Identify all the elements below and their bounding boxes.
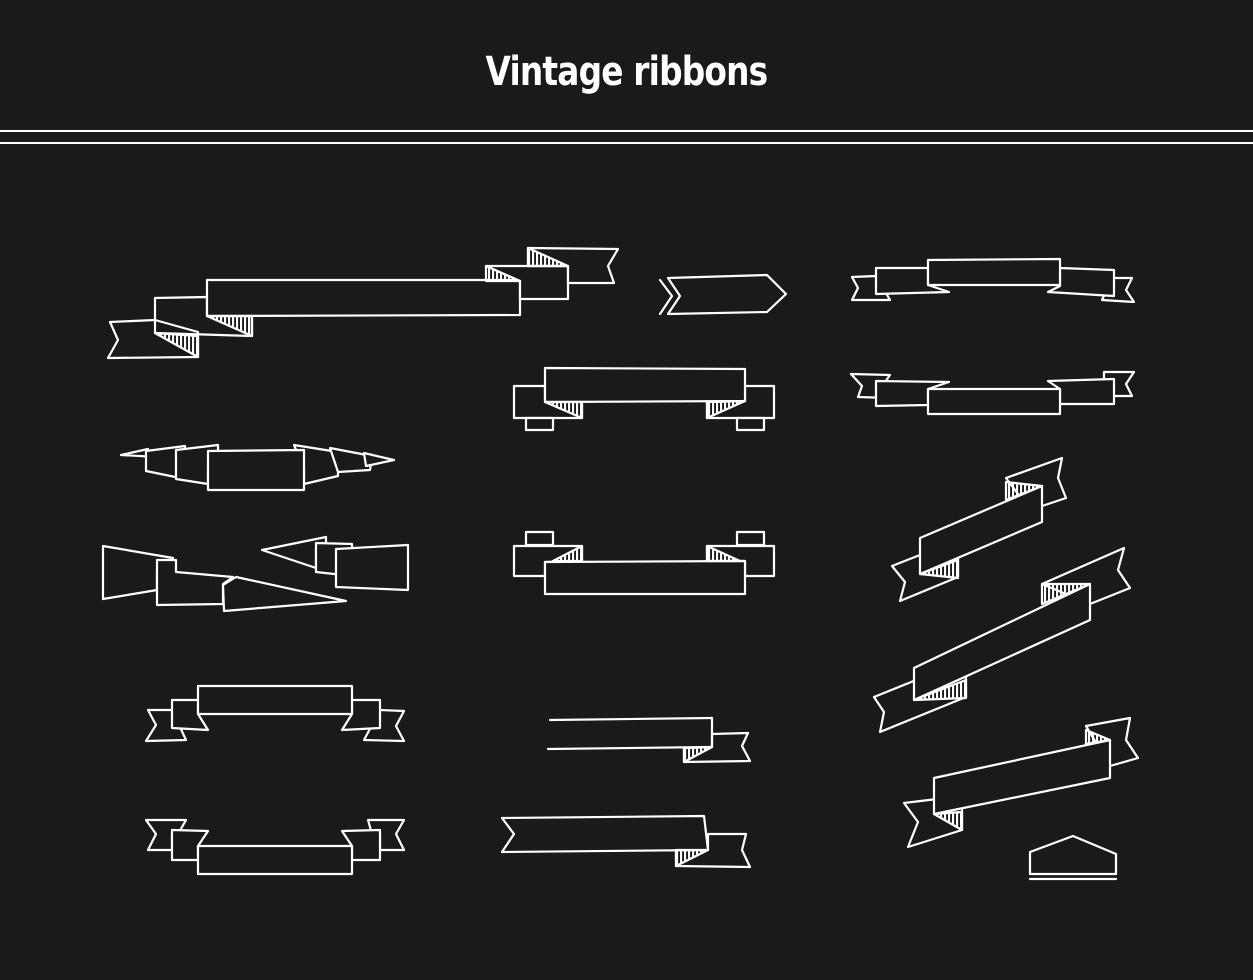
ribbon-long-stepped: [106, 246, 620, 360]
ribbon-diagonal-lower: [902, 716, 1140, 849]
header-divider-top: [0, 130, 1253, 132]
ribbon-banner-inverted-right: [849, 370, 1136, 416]
ribbon-tapered-left: [119, 443, 396, 492]
ribbon-banner-center-inverted: [512, 530, 776, 596]
ribbon-banner-top-right: [850, 257, 1136, 304]
ribbon-pentagon-tag: [1028, 834, 1118, 881]
ribbon-banner-small: [144, 684, 406, 743]
page-title: Vintage ribbons: [485, 49, 768, 95]
ribbon-twisted-flag: [101, 535, 410, 613]
ribbon-diagonal-upper: [890, 456, 1068, 603]
header-divider-bottom: [0, 142, 1253, 144]
ribbon-flag-bottom: [500, 814, 752, 869]
ribbon-banner-lower: [144, 818, 406, 876]
ribbon-diagonal-long: [872, 546, 1132, 734]
ribbon-arrow-tag: [658, 273, 788, 316]
ribbon-lined-tail: [546, 716, 752, 764]
ribbon-banner-center: [512, 366, 776, 432]
